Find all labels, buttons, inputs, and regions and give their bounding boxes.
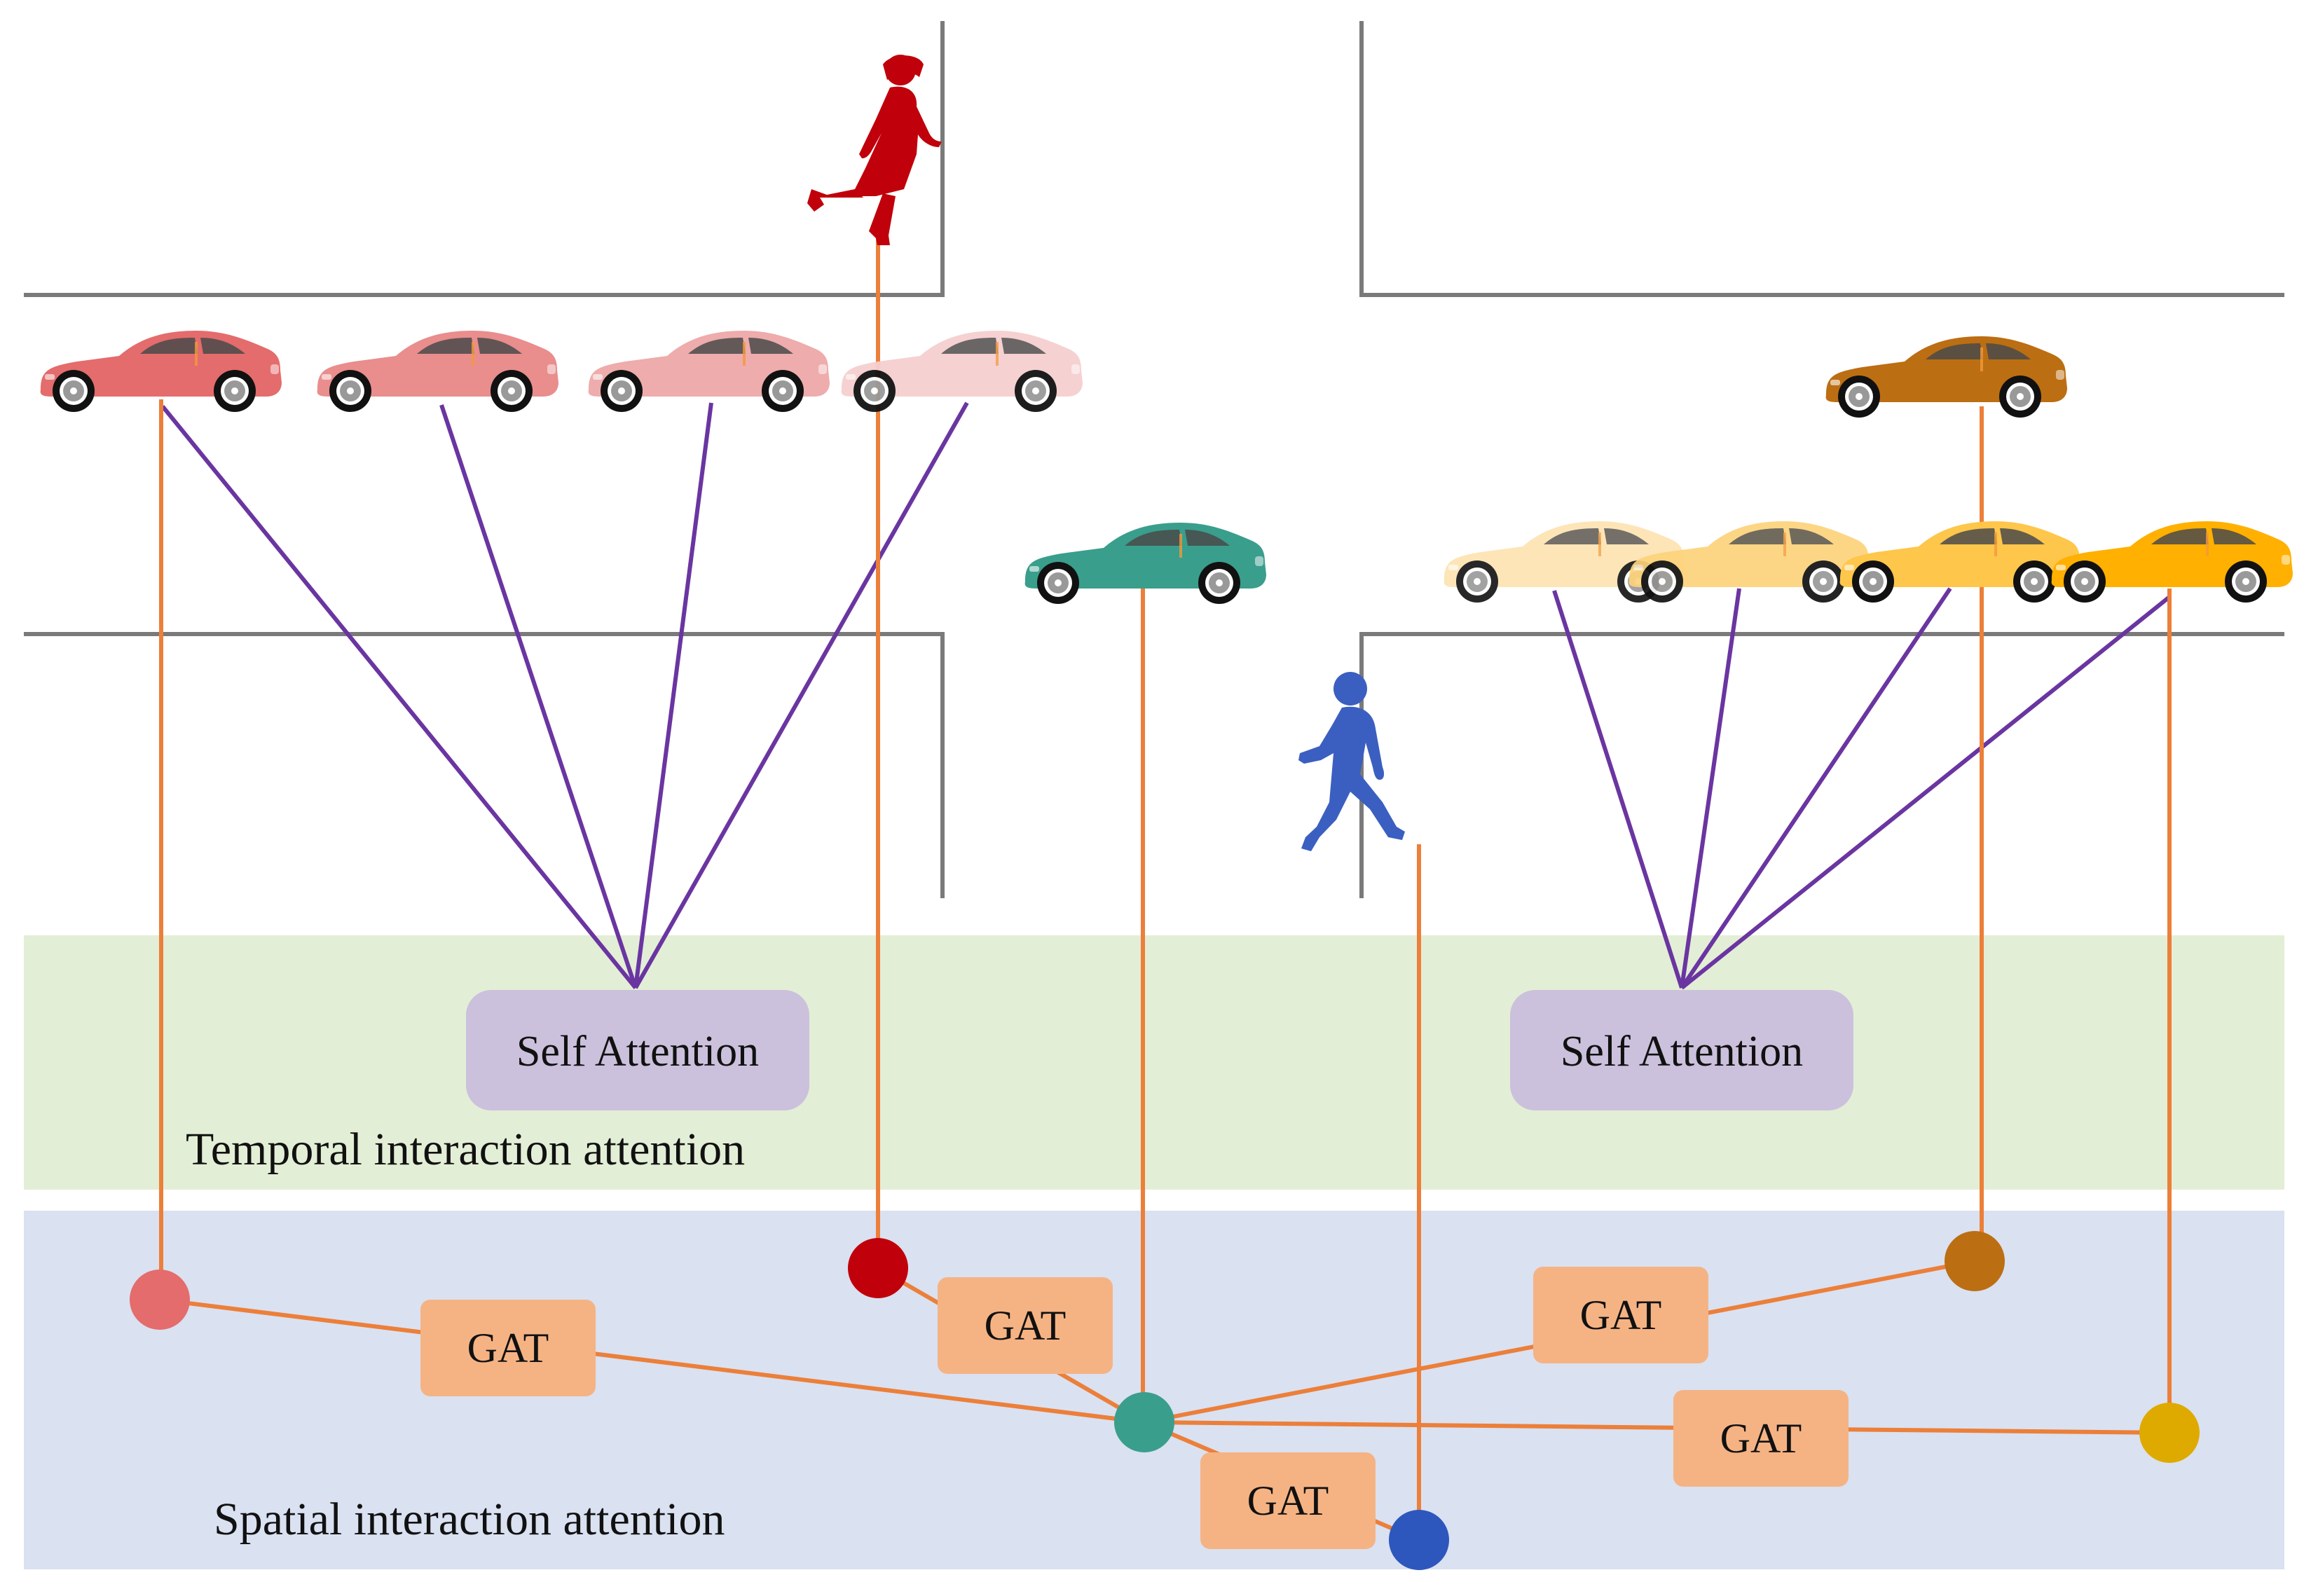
gat-label: GAT: [1247, 1478, 1329, 1524]
red-car-series: [40, 331, 1083, 412]
spatial-band-label: Spatial interaction attention: [214, 1494, 725, 1545]
gat-box: GAT: [1200, 1452, 1376, 1549]
gat-label: GAT: [985, 1302, 1067, 1349]
node-teal: [1114, 1392, 1174, 1452]
temporal-links: [160, 401, 2171, 990]
gat-label: GAT: [467, 1325, 549, 1371]
brown-car-icon: [1825, 336, 2067, 418]
node-blue: [1389, 1510, 1449, 1570]
temporal-link: [439, 404, 638, 989]
node-pink: [130, 1270, 190, 1330]
edge-pink-to-teal: [159, 1298, 1145, 1424]
self-attention-left: Self Attention: [466, 990, 809, 1110]
temporal-link: [1552, 590, 1684, 989]
self-attention-left-label: Self Attention: [516, 1028, 759, 1075]
car-icon: [588, 331, 830, 412]
gat-label: GAT: [1580, 1292, 1662, 1338]
self-attention-right-label: Self Attention: [1561, 1028, 1803, 1075]
car-icon: [2051, 521, 2293, 603]
temporal-link: [633, 402, 713, 989]
road-curb-bottom-left: [24, 632, 945, 898]
node-gold: [2139, 1403, 2200, 1463]
temporal-link: [1680, 587, 1952, 989]
teal-car-icon: [1024, 523, 1266, 604]
spatial-band: [24, 1211, 2284, 1569]
blue-pedestrian-icon: [1298, 672, 1405, 851]
temporal-link: [160, 405, 638, 989]
node-brown: [1945, 1231, 2005, 1291]
temporal-link: [1680, 595, 2171, 990]
temporal-link: [1680, 588, 1741, 989]
gat-box: GAT: [420, 1300, 596, 1396]
car-icon: [317, 331, 558, 412]
node-red: [848, 1238, 908, 1298]
edge-gold-to-teal: [1144, 1420, 2170, 1435]
gat-box: GAT: [938, 1277, 1113, 1374]
temporal-band: [24, 935, 2284, 1190]
road-curb-top-left: [24, 21, 945, 297]
graph-nodes: [130, 1231, 2200, 1570]
car-icon: [1839, 521, 2081, 603]
temporal-link: [633, 401, 969, 989]
car-icon: [1628, 521, 1870, 603]
red-pedestrian-icon: [807, 55, 942, 245]
self-attention-right: Self Attention: [1510, 990, 1853, 1110]
gat-box: GAT: [1673, 1390, 1849, 1487]
road-curb-bottom-right: [1359, 632, 2284, 898]
road-curb-top-right: [1359, 21, 2284, 297]
temporal-band-label: Temporal interaction attention: [186, 1124, 745, 1175]
gat-box: GAT: [1533, 1267, 1708, 1363]
yellow-car-series: [1444, 521, 2293, 603]
road-outline: [24, 21, 2284, 898]
gat-label: GAT: [1720, 1415, 1802, 1461]
